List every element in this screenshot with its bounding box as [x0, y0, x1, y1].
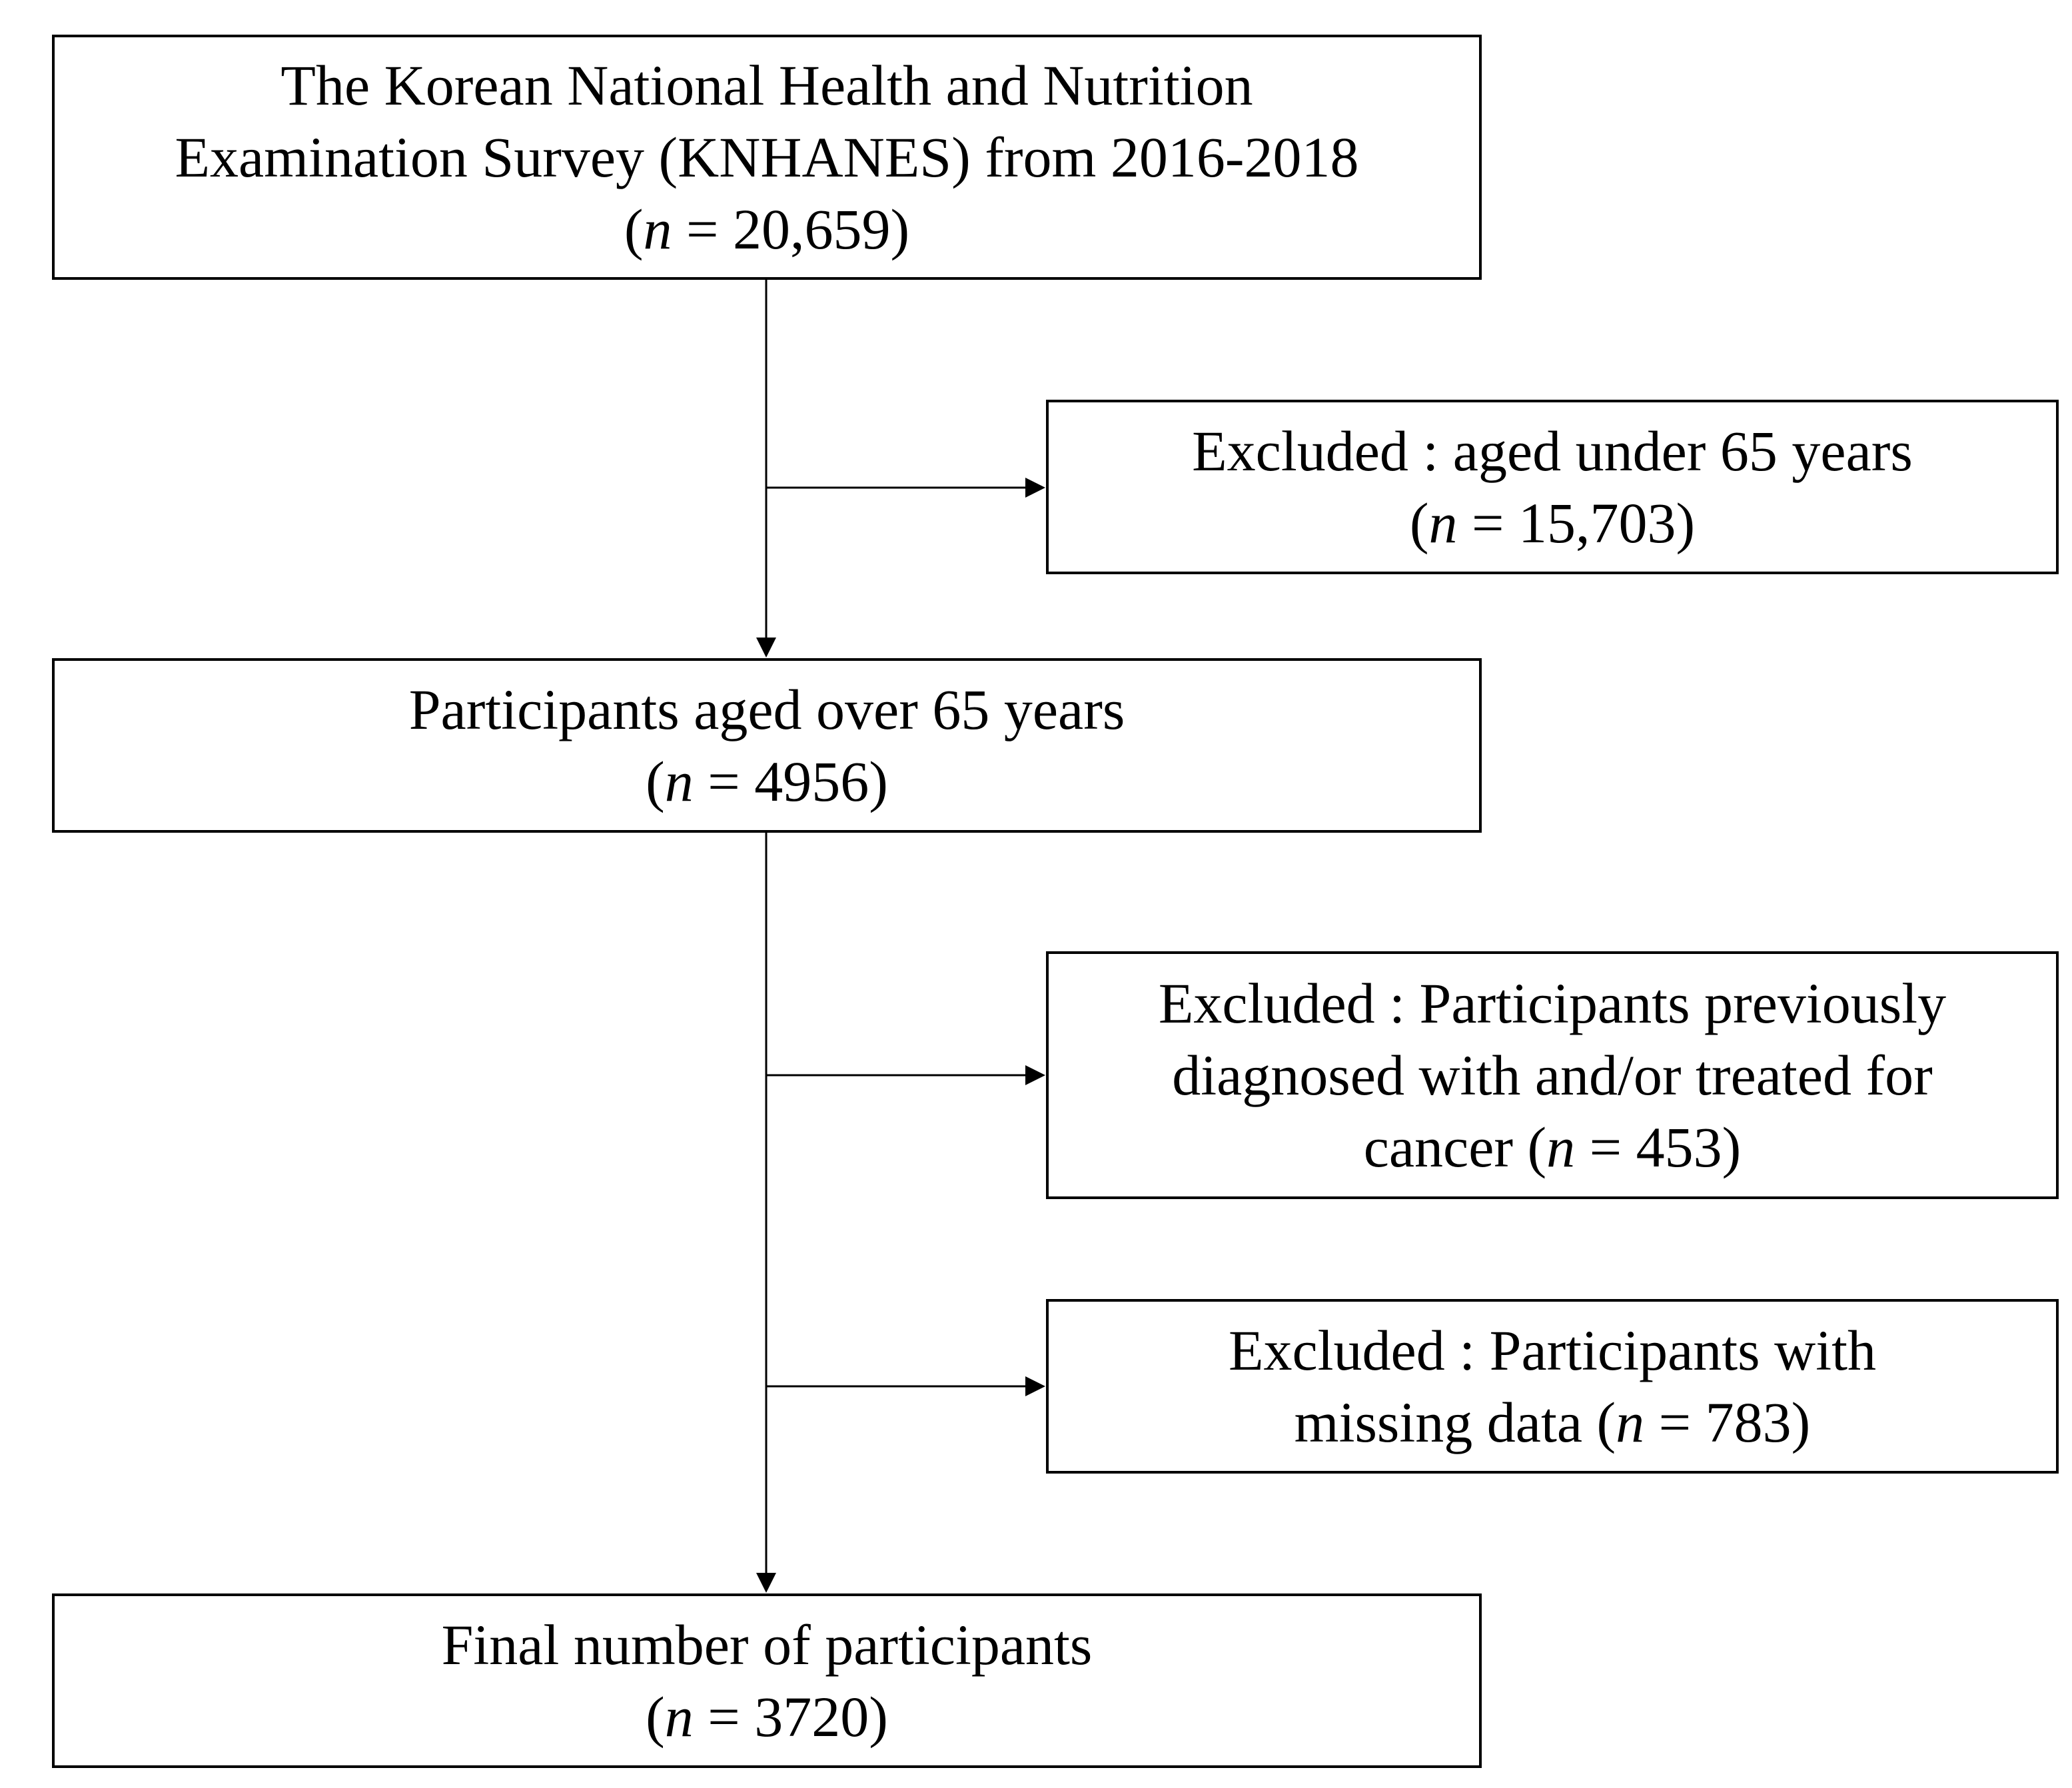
final-line-1: Final number of participants — [441, 1613, 1093, 1677]
excluded-cancer-count-var: n — [1546, 1115, 1576, 1179]
excluded-cancer-line-3: cancer (n = 453) — [1364, 1111, 1742, 1183]
final-count-prefix: ( — [646, 1685, 665, 1749]
source-line-2: Examination Survey (KNHANES) from 2016-2… — [175, 125, 1359, 189]
excluded-cancer-line-1: Excluded : Participants previously — [1158, 971, 1947, 1035]
source-count: (n = 20,659) — [624, 193, 909, 265]
excluded-missing-line-2-prefix: missing data ( — [1294, 1390, 1616, 1454]
final-count-value: = 3720) — [693, 1685, 888, 1749]
excluded-missing-line-1: Excluded : Participants with — [1228, 1318, 1877, 1382]
excluded-cancer-line-3-prefix: cancer ( — [1363, 1115, 1547, 1179]
source-box: The Korean National Health and Nutrition… — [52, 35, 1482, 280]
excluded-cancer-count-value: = 453) — [1575, 1115, 1742, 1179]
source-line-1: The Korean National Health and Nutrition — [280, 53, 1253, 117]
aged-over-count-var: n — [664, 749, 694, 813]
source-count-prefix: ( — [624, 197, 644, 261]
excluded-missing-count-value: = 783) — [1644, 1390, 1811, 1454]
excluded-age-line-1: Excluded : aged under 65 years — [1192, 419, 1913, 483]
aged-over-box: Participants aged over 65 years (n = 495… — [52, 658, 1482, 833]
excluded-age-count-value: = 15,703) — [1457, 491, 1696, 555]
excluded-age-box: Excluded : aged under 65 years (n = 15,7… — [1046, 400, 2059, 574]
final-box: Final number of participants (n = 3720) — [52, 1593, 1482, 1768]
excluded-missing-line-2: missing data (n = 783) — [1295, 1386, 1811, 1458]
source-count-value: = 20,659) — [672, 197, 910, 261]
excluded-cancer-line-2: diagnosed with and/or treated for — [1172, 1043, 1933, 1107]
excluded-missing-box: Excluded : Participants with missing dat… — [1046, 1299, 2059, 1474]
aged-over-count-value: = 4956) — [693, 749, 888, 813]
excluded-age-count: (n = 15,703) — [1410, 487, 1695, 559]
aged-over-count-prefix: ( — [646, 749, 665, 813]
excluded-missing-count-var: n — [1616, 1390, 1645, 1454]
final-count: (n = 3720) — [646, 1681, 888, 1753]
aged-over-line-1: Participants aged over 65 years — [408, 677, 1125, 741]
excluded-cancer-box: Excluded : Participants previously diagn… — [1046, 951, 2059, 1199]
final-count-var: n — [664, 1685, 694, 1749]
excluded-age-count-prefix: ( — [1409, 491, 1429, 555]
source-count-var: n — [643, 197, 672, 261]
excluded-age-count-var: n — [1428, 491, 1458, 555]
aged-over-count: (n = 4956) — [646, 745, 888, 817]
